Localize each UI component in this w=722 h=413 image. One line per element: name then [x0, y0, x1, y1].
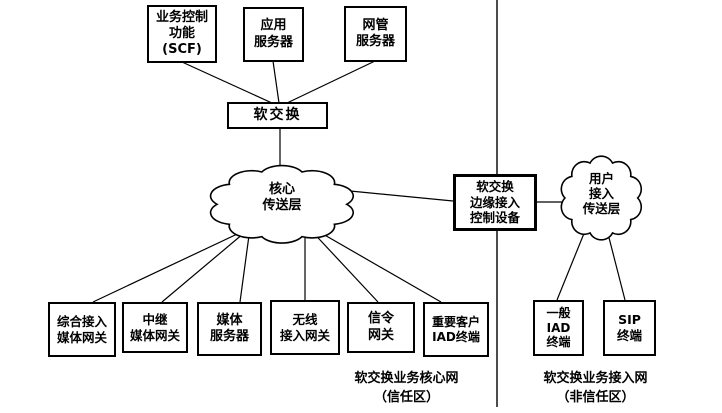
node-softswitch: 软交换: [227, 102, 328, 129]
link-corecloud-trunkgw: [161, 227, 251, 303]
link-appserver-softswitch: [272, 60, 280, 104]
node-edge-access-controller: 软交换 边缘接入 控制设备: [453, 174, 537, 231]
link-scf-softswitch: [181, 61, 273, 104]
core-transport-cloud: [211, 166, 354, 243]
node-trunk-media-gw: 中继 媒体网关: [122, 302, 188, 353]
node-wireless-access-gw: 无线 接入网关: [270, 300, 340, 355]
user-access-transport-cloud-label: 用户 接入 传送层: [582, 171, 621, 216]
node-media-server: 媒体 服务器: [197, 302, 262, 356]
user-access-transport-cloud: [561, 156, 641, 240]
link-nmsserver-softswitch: [286, 60, 376, 104]
caption-trusted-zone: 软交换业务核心网 （信任区）: [354, 371, 459, 405]
core-transport-cloud-label: 核心 传送层: [262, 182, 302, 213]
caption-untrusted-zone: 软交换业务接入网 （非信任区）: [543, 371, 648, 405]
link-corecloud-integratedgw: [92, 227, 251, 303]
node-general-iad-terminal: 一般 IAD 终端: [533, 300, 584, 356]
node-vip-iad-terminal: 重要客户 IAD终端: [423, 302, 489, 357]
node-integrated-access-media-gw: 综合接入 媒体网关: [48, 302, 116, 357]
node-app-server: 应用 服务器: [243, 7, 304, 62]
node-sip-terminal: SIP 终端: [603, 300, 656, 356]
node-scf: 业务控制 功能 (SCF): [147, 5, 217, 63]
node-signaling-gw: 信令 网关: [347, 302, 415, 353]
link-corecloud-signalinggw: [306, 225, 379, 303]
link-usercloud-generaliad: [556, 225, 588, 301]
node-nms-server: 网管 服务器: [344, 6, 407, 62]
link-usercloud-sip: [605, 225, 626, 301]
link-corecloud-mediaserver: [239, 227, 251, 303]
link-corecloud-vipiad: [308, 225, 442, 303]
link-corecloud-edgebox: [339, 189, 454, 202]
